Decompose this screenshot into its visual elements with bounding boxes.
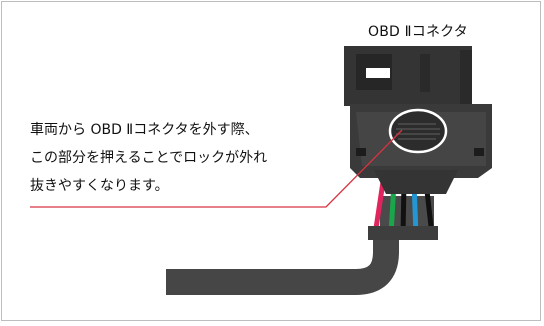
caption-line-1: 車両から OBD Ⅱコネクタを外す際、 (30, 122, 259, 138)
figure-frame (1, 1, 541, 321)
connector-label: OBD Ⅱコネクタ (368, 24, 468, 40)
connector-slot (366, 68, 390, 78)
cable (166, 238, 399, 295)
caption-line-3: 抜きやすくなります。 (30, 178, 169, 194)
lock-release-area (388, 108, 448, 154)
cable-collar (368, 226, 438, 240)
caption: 車両から OBD Ⅱコネクタを外す際、 この部分を押えることでロックが外れ 抜き… (30, 116, 267, 200)
caption-line-2: この部分を押えることでロックが外れ (30, 150, 268, 166)
leader-line (30, 129, 403, 208)
connector-body (344, 46, 492, 194)
